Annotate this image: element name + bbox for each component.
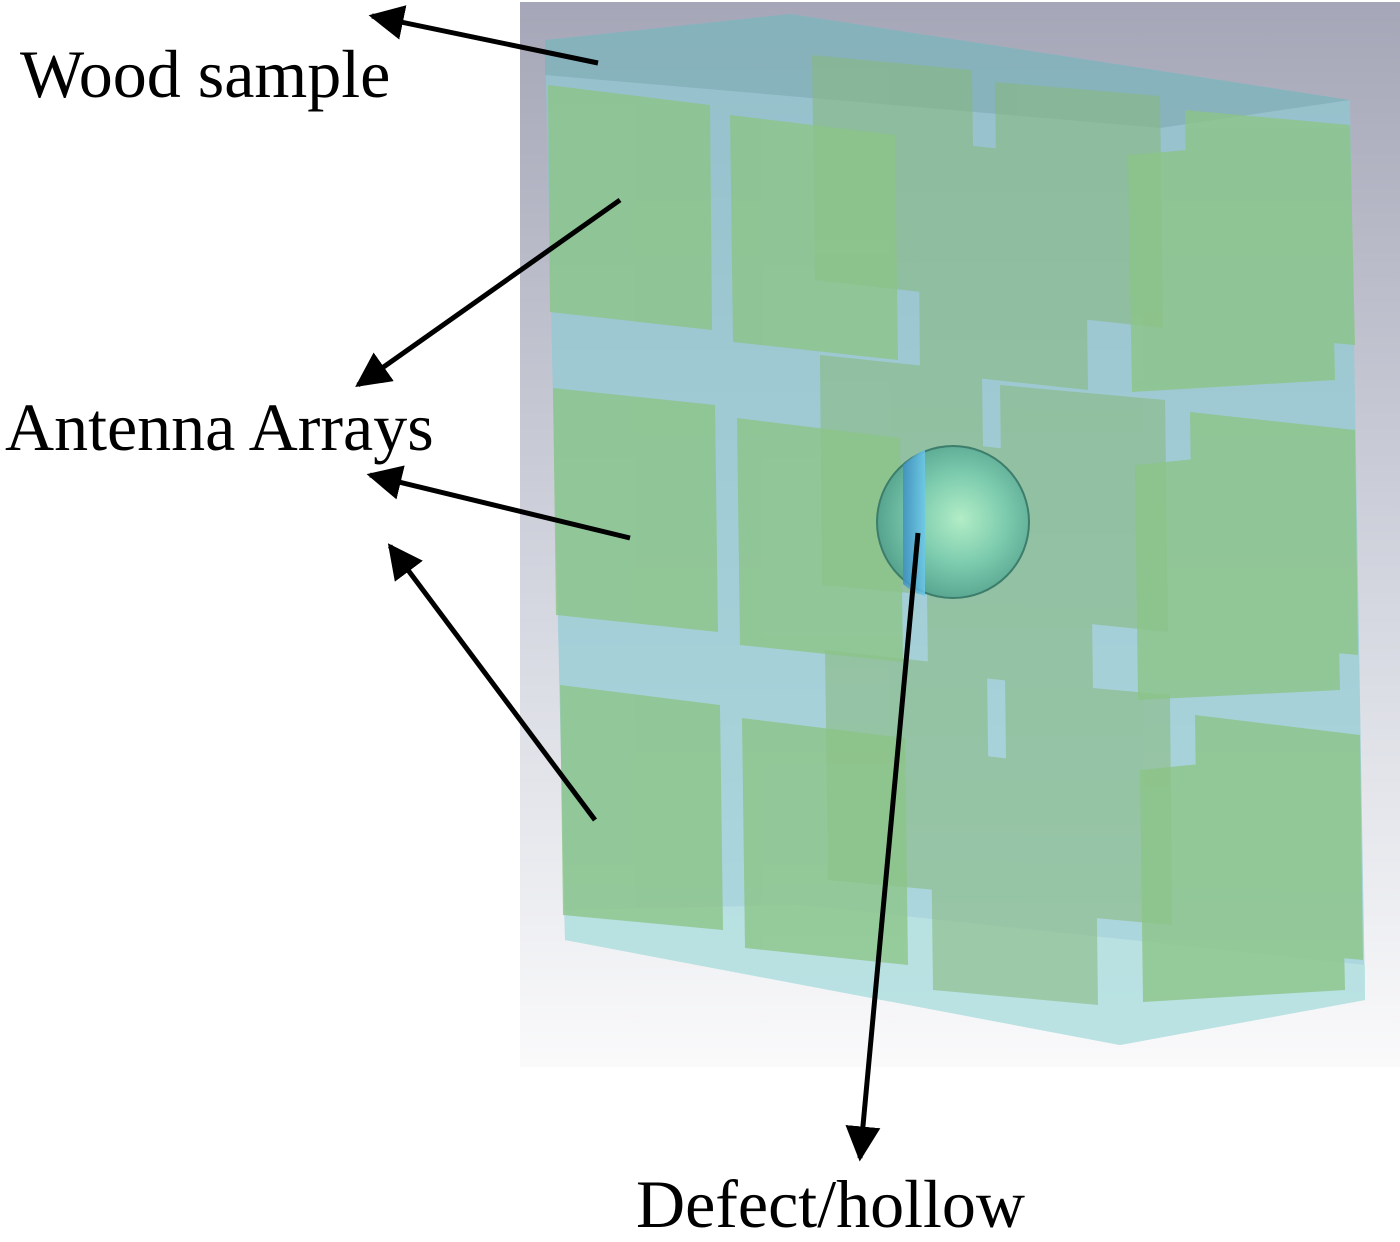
arrow-antenna-3 bbox=[387, 543, 598, 822]
antenna-patch bbox=[1185, 110, 1355, 345]
antenna-array-front bbox=[548, 85, 1363, 1002]
antenna-patch bbox=[560, 685, 723, 930]
arrow-antenna-1 bbox=[355, 197, 622, 388]
antenna-patch bbox=[742, 718, 908, 965]
antenna-patch bbox=[730, 115, 898, 360]
label-defect-hollow: Defect/hollow bbox=[636, 1166, 1025, 1242]
defect-sphere bbox=[876, 445, 1030, 599]
antenna-patch bbox=[548, 85, 712, 330]
label-wood-sample: Wood sample bbox=[20, 36, 391, 112]
arrow-defect bbox=[845, 532, 921, 1162]
antenna-patch bbox=[1195, 715, 1363, 960]
annotation-arrows bbox=[355, 5, 921, 1162]
antenna-patch bbox=[1190, 412, 1358, 655]
arrow-antenna-2 bbox=[366, 465, 631, 541]
arrow-wood-sample bbox=[368, 5, 599, 66]
antenna-patch bbox=[553, 388, 718, 632]
antenna-patch bbox=[737, 418, 903, 662]
label-antenna-arrays: Antenna Arrays bbox=[5, 389, 434, 465]
